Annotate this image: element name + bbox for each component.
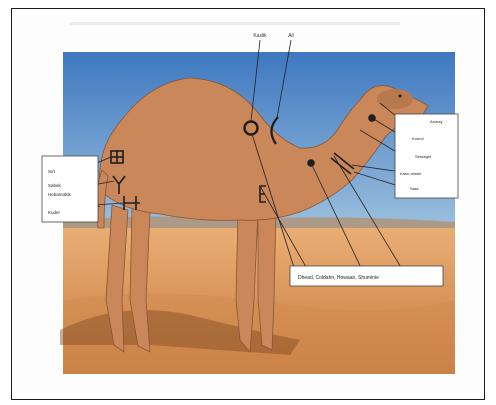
label-top-right: Ali [288, 33, 294, 39]
left-label-box: Sırt Sabek Hebamülük Kuder [42, 156, 98, 222]
label-right-1: Anmay [430, 119, 442, 124]
label-left-3: Hebamülük [48, 192, 72, 197]
label-top-left: Kaslik [253, 33, 267, 39]
label-right-2: Konrol [412, 136, 424, 141]
label-right-4: Kanu cebek [400, 171, 421, 176]
label-right-5: Sara [410, 186, 419, 191]
label-left-2: Sabek [48, 183, 62, 188]
bottom-label-box: Dhead, Coldahn, Howaan, Shuminie [290, 266, 443, 286]
label-bottom: Dhead, Coldahn, Howaan, Shuminie [298, 275, 379, 281]
camel-photo [60, 52, 455, 374]
label-left-4: Kuder [48, 210, 61, 215]
label-left-1: Sırt [48, 169, 56, 174]
label-right-3: Semaget [415, 154, 432, 159]
header-smudge [70, 22, 400, 25]
right-label-box: Anmay Konrol Semaget Kanu cebek Sara [395, 114, 458, 198]
